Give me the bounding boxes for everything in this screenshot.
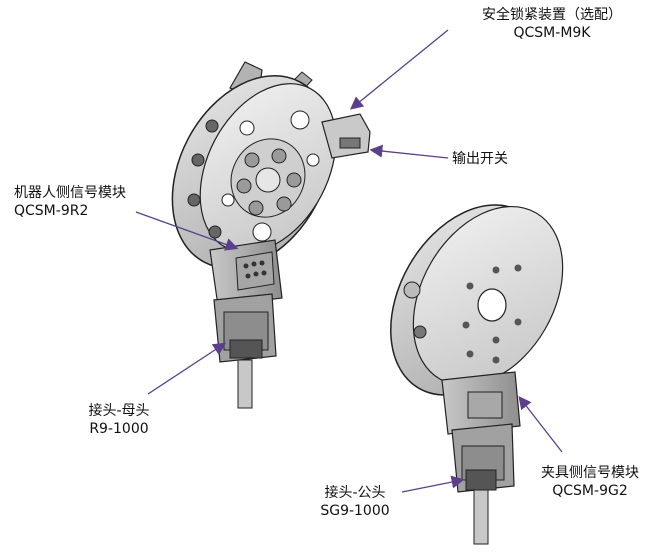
callout-tool-signal-module-model: QCSM-9G2 bbox=[552, 483, 628, 499]
callout-connector-male: 接头-公头 SG9-1000 bbox=[300, 484, 410, 520]
callout-tool-signal-module-name: 夹具侧信号模块 bbox=[541, 465, 639, 481]
callout-line-safety-lock bbox=[349, 29, 449, 110]
callout-line-robot-signal-module bbox=[135, 211, 239, 251]
callout-robot-signal-module-model: QCSM-9R2 bbox=[14, 203, 89, 219]
callout-lines bbox=[135, 29, 563, 493]
callout-tool-signal-module: 夹具侧信号模块 QCSM-9G2 bbox=[520, 464, 660, 500]
tool-side-assembly bbox=[390, 204, 564, 545]
callout-connector-female: 接头-母头 R9-1000 bbox=[64, 402, 174, 438]
callout-line-output-switch bbox=[369, 144, 449, 159]
robot-side-assembly bbox=[171, 61, 371, 409]
callout-output-switch-name: 输出开关 bbox=[452, 151, 508, 167]
callout-line-tool-signal-module bbox=[518, 395, 563, 453]
callout-safety-lock-name: 安全锁紧装置（选配） bbox=[482, 7, 622, 23]
callout-safety-lock: 安全锁紧装置（选配） QCSM-M9K bbox=[452, 6, 652, 42]
callout-connector-male-model: SG9-1000 bbox=[320, 503, 390, 519]
callout-output-switch: 输出开关 bbox=[452, 150, 508, 168]
callout-connector-female-name: 接头-母头 bbox=[88, 403, 150, 419]
callout-connector-female-model: R9-1000 bbox=[89, 421, 149, 437]
callout-robot-signal-module: 机器人侧信号模块 QCSM-9R2 bbox=[14, 184, 126, 220]
callout-connector-male-name: 接头-公头 bbox=[324, 485, 386, 501]
callout-line-connector-male bbox=[401, 475, 465, 493]
callout-line-connector-female bbox=[147, 342, 227, 395]
callout-robot-signal-module-name: 机器人侧信号模块 bbox=[14, 185, 126, 201]
callout-safety-lock-model: QCSM-M9K bbox=[513, 25, 591, 41]
